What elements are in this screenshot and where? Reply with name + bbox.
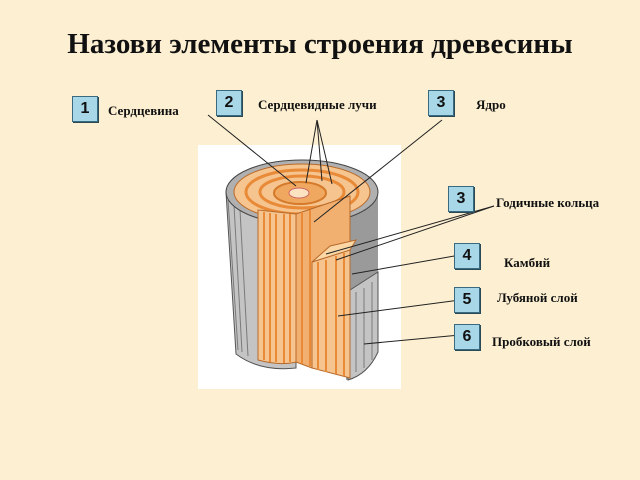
label-heartwood: Ядро — [476, 97, 506, 112]
badge-6: 6 — [454, 324, 480, 350]
badge-1: 1 — [72, 96, 98, 122]
badge-5: 5 — [454, 287, 480, 313]
leader-lines — [207, 114, 495, 345]
label-bast-layer: Лубяной слой — [497, 290, 578, 305]
label-pith: Сердцевина — [108, 103, 179, 118]
label-annual-rings: Годичные кольца — [496, 195, 600, 210]
page-title: Назови элементы строения древесины — [67, 28, 573, 60]
label-cambium: Камбий — [504, 255, 551, 270]
label-medullary-rays: Сердцевидные лучи — [258, 97, 377, 112]
badge-2: 2 — [216, 90, 242, 116]
badge-3-rings: 3 — [448, 186, 474, 212]
badge-4: 4 — [454, 243, 480, 269]
pith-top — [288, 187, 310, 199]
badge-3-heartwood: 3 — [428, 90, 454, 116]
label-cork-layer: Пробковый слой — [492, 334, 591, 349]
